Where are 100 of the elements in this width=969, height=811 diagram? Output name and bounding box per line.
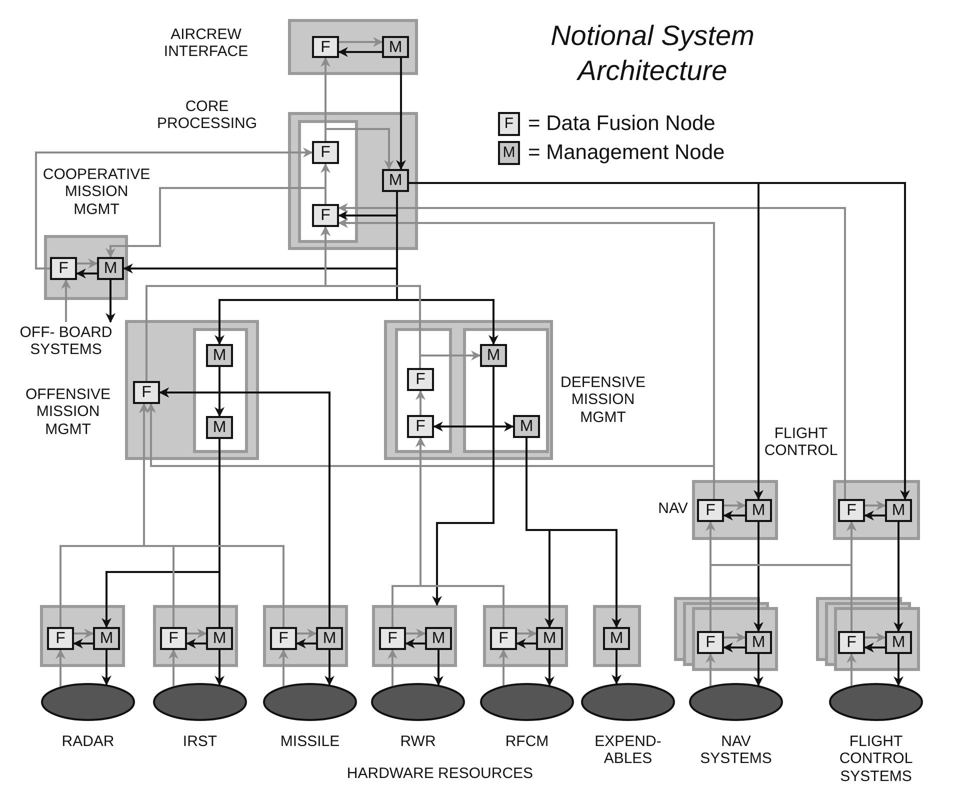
fusion-node-box: F: [407, 368, 434, 391]
arrow: [865, 632, 886, 642]
system-label: OFF- BOARD SYSTEMS: [5, 322, 127, 360]
arrow: [498, 649, 508, 686]
inner-box: [463, 328, 549, 453]
arrow: [61, 279, 71, 322]
arrow: [865, 500, 886, 510]
arrow: [139, 403, 284, 627]
arrow: [73, 638, 93, 648]
arrow: [754, 654, 764, 686]
arrow: [56, 649, 66, 687]
legend-text: = Data Fusion Node: [528, 112, 716, 136]
fusion-node-box: F: [838, 499, 865, 522]
arrow: [864, 510, 885, 520]
arrow: [723, 510, 745, 520]
management-node-box: M: [885, 631, 912, 654]
arrow: [544, 650, 554, 686]
group-box: [40, 605, 125, 667]
resource-label: FLIGHT CONTROL SYSTEMS: [838, 733, 914, 785]
arrow: [35, 148, 313, 270]
group-label: NAV: [657, 500, 689, 518]
arrow: [324, 650, 334, 686]
management-node-box: M: [745, 499, 772, 522]
management-node-box: M: [536, 627, 563, 650]
management-node-box: M: [93, 627, 120, 650]
management-node-box: M: [206, 344, 233, 367]
management-node-box: M: [206, 416, 233, 439]
arrow: [74, 628, 94, 638]
arrow: [168, 649, 178, 686]
legend-swatch: M: [498, 141, 520, 165]
resource-label: NAV SYSTEMS: [699, 733, 773, 768]
fusion-node-box: F: [312, 36, 339, 58]
fusion-node-box: F: [490, 627, 517, 650]
arrow: [296, 638, 316, 648]
management-node-box: M: [425, 627, 452, 650]
management-node-box: M: [382, 169, 409, 192]
arrow: [754, 522, 764, 632]
arrow: [846, 653, 856, 686]
arrow: [77, 258, 98, 268]
fusion-node-box: F: [697, 499, 724, 522]
arrow: [434, 650, 444, 686]
management-node-box: M: [97, 257, 124, 280]
arrow: [706, 653, 716, 686]
arrow: [724, 500, 746, 510]
arrow: [106, 187, 326, 258]
resource-label: MISSILE: [279, 733, 341, 750]
inner-box: [298, 120, 358, 243]
arrow: [894, 654, 904, 686]
arrow: [186, 638, 206, 648]
group-label: FLIGHT CONTROL: [763, 425, 839, 460]
fusion-node-box: F: [50, 257, 77, 280]
fusion-node-box: F: [838, 631, 865, 654]
group-box: [263, 605, 348, 667]
arrow: [416, 390, 426, 415]
resource-label: IRST: [182, 733, 218, 750]
arrow: [106, 280, 116, 323]
arrow: [894, 522, 904, 632]
fusion-node-box: F: [133, 381, 160, 404]
inner-box: [395, 328, 452, 453]
arrow: [724, 632, 746, 642]
management-node-box: M: [885, 499, 912, 522]
fusion-node-box: F: [379, 627, 406, 650]
arrow: [297, 628, 317, 638]
diagram-title: Notional System Architecture: [550, 19, 756, 88]
fusion-node-box: F: [407, 415, 434, 438]
management-node-box: M: [513, 415, 540, 438]
group-box: [372, 605, 457, 667]
fusion-node-box: F: [47, 627, 74, 650]
arrow: [864, 642, 885, 652]
arrow: [612, 650, 622, 685]
arrow: [102, 650, 112, 686]
fusion-node-box: F: [270, 627, 297, 650]
inner-box: [193, 328, 248, 453]
management-node-box: M: [382, 36, 409, 58]
legend-swatch: F: [498, 112, 520, 136]
fusion-node-box: F: [312, 141, 339, 164]
arrow: [339, 37, 383, 47]
resource-label: RFCM: [504, 733, 550, 750]
arrow: [406, 628, 426, 638]
caption-label: HARDWARE RESOURCES: [346, 765, 534, 782]
fusion-node-box: F: [312, 204, 339, 227]
arrow: [516, 638, 536, 648]
management-node-box: M: [316, 627, 343, 650]
arrow: [338, 47, 382, 57]
group-box: [153, 605, 238, 667]
arrow: [416, 437, 504, 627]
arrow: [396, 58, 406, 170]
arrow: [388, 649, 398, 686]
group-label: OFFENSIVE MISSION MGMT: [24, 386, 112, 438]
arrow: [723, 642, 745, 652]
arrow: [338, 203, 846, 499]
arrow: [405, 638, 425, 648]
management-node-box: M: [206, 627, 233, 650]
management-node-box: M: [480, 344, 507, 367]
group-box: [483, 605, 568, 667]
group-box: [593, 605, 641, 667]
management-node-box: M: [745, 631, 772, 654]
arrow: [187, 628, 207, 638]
fusion-node-box: F: [697, 631, 724, 654]
resource-label: EXPEND- ABLES: [594, 733, 662, 768]
